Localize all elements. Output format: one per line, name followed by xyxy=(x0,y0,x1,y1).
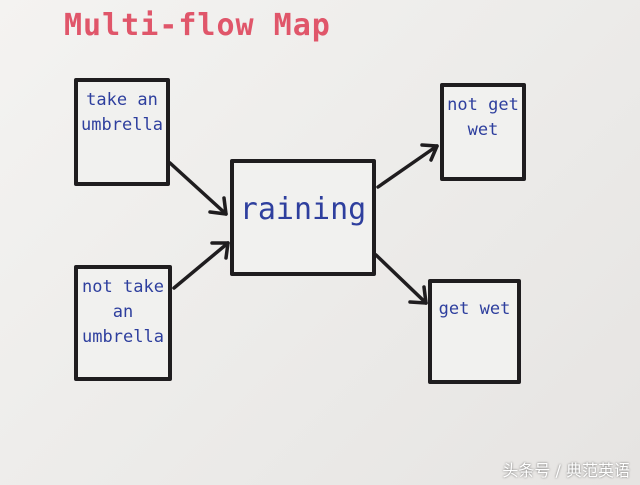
event-box-raining: raining xyxy=(230,159,376,276)
cause-label-take-umbrella: take an umbrella xyxy=(81,90,163,135)
arrow-raining-to-get-wet xyxy=(374,253,428,305)
arrow-not-take-umbrella-to-raining xyxy=(172,241,230,290)
diagram-title: Multi-flow Map xyxy=(64,8,331,43)
arrow-raining-to-not-get-wet xyxy=(376,143,439,189)
arrow-take-umbrella-to-raining xyxy=(168,161,228,216)
effect-label-not-get-wet: not get wet xyxy=(447,95,519,140)
cause-box-take-umbrella: take an umbrella xyxy=(74,78,170,186)
watermark: 头条号 / 典范英语 xyxy=(502,461,630,480)
effect-label-get-wet: get wet xyxy=(438,299,511,319)
event-label-raining: raining xyxy=(239,192,367,227)
effect-box-not-get-wet: not get wet xyxy=(440,83,526,181)
cause-box-not-take-umbrella: not take an umbrella xyxy=(74,265,172,381)
effect-box-get-wet: get wet xyxy=(428,279,521,384)
cause-label-not-take-umbrella: not take an umbrella xyxy=(82,277,164,347)
